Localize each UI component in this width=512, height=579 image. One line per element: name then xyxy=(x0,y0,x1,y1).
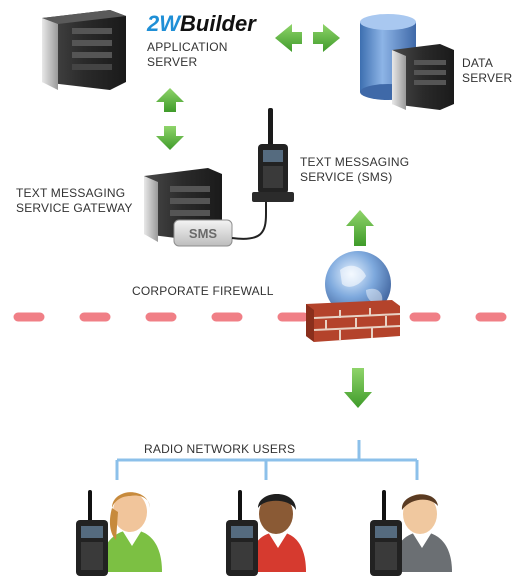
down-arrow-icon xyxy=(344,368,372,408)
application-server-icon xyxy=(42,10,126,90)
radio-2-icon xyxy=(226,490,258,576)
cable-line xyxy=(231,200,267,240)
user-2-icon xyxy=(248,494,306,572)
brand-logo: 2WBuilder xyxy=(147,12,256,36)
globe-icon xyxy=(325,251,391,317)
sms-service-label: TEXT MESSAGING SERVICE (SMS) xyxy=(300,155,410,184)
users-label: RADIO NETWORK USERS xyxy=(144,442,296,456)
sms-badge: SMS xyxy=(173,219,233,247)
radio-3-icon xyxy=(370,490,402,576)
network-lines xyxy=(115,440,419,480)
firewall-icon xyxy=(306,300,401,342)
user-3-icon xyxy=(392,494,452,572)
radio-1-icon xyxy=(76,490,108,576)
data-server-icon xyxy=(392,44,454,110)
sync-arrow-icon xyxy=(275,24,340,52)
gateway-label: TEXT MESSAGING SERVICE GATEWAY xyxy=(16,186,133,215)
sms-radio-icon xyxy=(252,108,294,202)
up-arrow-icon xyxy=(346,210,374,246)
data-server-label: DATA SERVER xyxy=(462,56,512,85)
application-server-label: APPLICATION SERVER xyxy=(147,40,228,69)
user-1-icon xyxy=(100,492,162,572)
sync-arrow-vertical-icon xyxy=(156,88,184,150)
firewall-label: CORPORATE FIREWALL xyxy=(132,284,274,298)
sms-badge-text: SMS xyxy=(189,226,218,241)
brand-name: Builder xyxy=(180,11,256,36)
brand-prefix: 2W xyxy=(147,11,180,36)
